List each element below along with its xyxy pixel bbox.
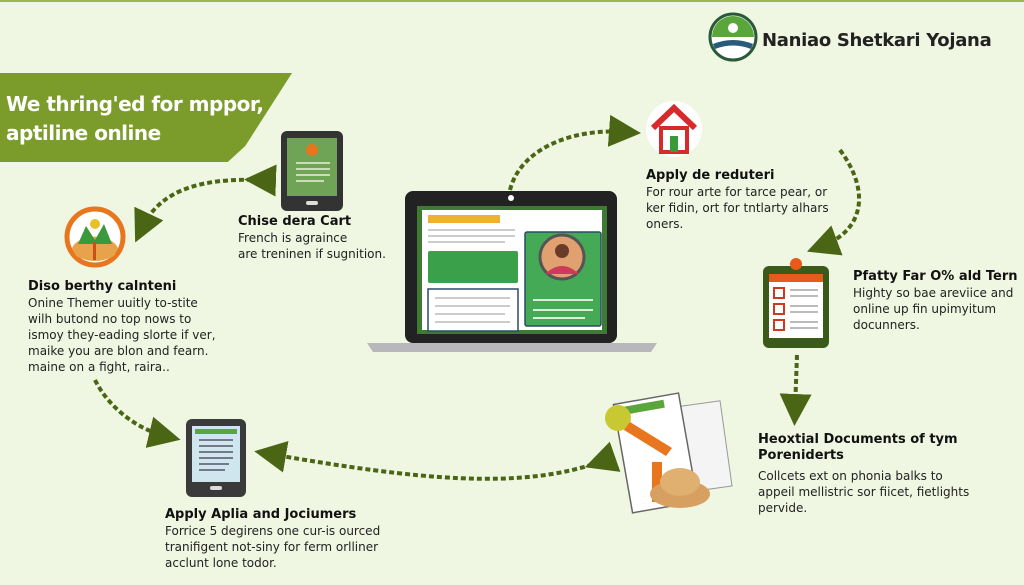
step-choose-card: Chise dera Cart French is agraince are t… [238,214,386,262]
step-text: oners. [646,217,684,231]
clipboard-checklist-icon [763,258,829,348]
step-description: Diso berthy calnteni Onine Themer uuitly… [28,279,216,375]
arrow-docs-to-tablet [254,440,621,481]
step-title: Pfatty Far O% ald Tern [853,269,1018,284]
step-text: Onine Themer uuitly to-stite [28,296,198,310]
step-text: ker fidin, ort for tntlarty alhars [646,201,829,215]
step-text: docunners. [853,318,920,332]
brand-title: Naniao Shetkari Yojana [762,30,992,51]
step-text: tranifigent not-siny for ferm orlliner [165,540,379,554]
headline-line: aptiline online [6,121,161,145]
step-title: Chise dera Cart [238,214,352,229]
scheme-logo-icon [708,12,758,62]
step-apply-documents: Apply Aplia and Jociumers Forrice 5 degi… [165,507,380,571]
top-border [0,0,1024,2]
step-text: Collcets ext on phonia balks to [758,469,943,483]
step-apply: Apply de reduteri For rour arte for tarc… [646,168,829,232]
step-title: Diso berthy calnteni [28,279,177,294]
step-essential-documents: Heoxtial Documents of tym Poreniderts Co… [758,432,969,516]
headline-banner [0,73,292,162]
step-text: maike you are blon and fearn. [28,344,209,358]
step-title: Poreniderts [758,448,844,463]
step-text: acclunt lone todor. [165,556,277,570]
step-title: Apply Aplia and Jociumers [165,507,357,522]
arrow-laptop-to-house [508,114,641,191]
arrow-clipboard-to-docs [779,354,812,426]
arrow-text-to-tablet [93,379,181,448]
step-text: Highty so bae areviice and [853,286,1014,300]
step-text: ismoy they-eading slorte if ver, [28,328,216,342]
tablet-document-icon [186,419,246,497]
step-text: are treninen if sugnition. [238,247,386,261]
step-text: maine on a fight, raira.. [28,360,170,374]
step-text: For rour arte for tarce pear, or [646,185,828,199]
laptop-portal-icon [367,191,657,352]
headline-text: We thring'ed for mppor, aptiline online [6,90,264,148]
farm-badge-icon [64,206,126,268]
step-eligibility: Pfatty Far O% ald Tern Highty so bae are… [853,269,1018,333]
tablet-card-icon [281,131,343,211]
step-text: Forrice 5 degirens one cur-is ourced [165,524,381,538]
house-icon [646,101,702,157]
step-text: wilh butond no top nows to [28,312,192,326]
step-text: pervide. [758,501,808,515]
step-title: Heoxtial Documents of tym [758,432,958,447]
step-text: appeil mellistric sor fiicet, fietlights [758,485,970,499]
headline-line: We thring'ed for mppor, [6,92,264,116]
step-text: online up fin upimyitum [853,302,997,316]
documents-illustration-icon [605,392,733,514]
step-text: French is agraince [238,231,348,245]
step-title: Apply de reduteri [646,168,775,183]
arrow-tablet-to-badge [134,164,277,243]
